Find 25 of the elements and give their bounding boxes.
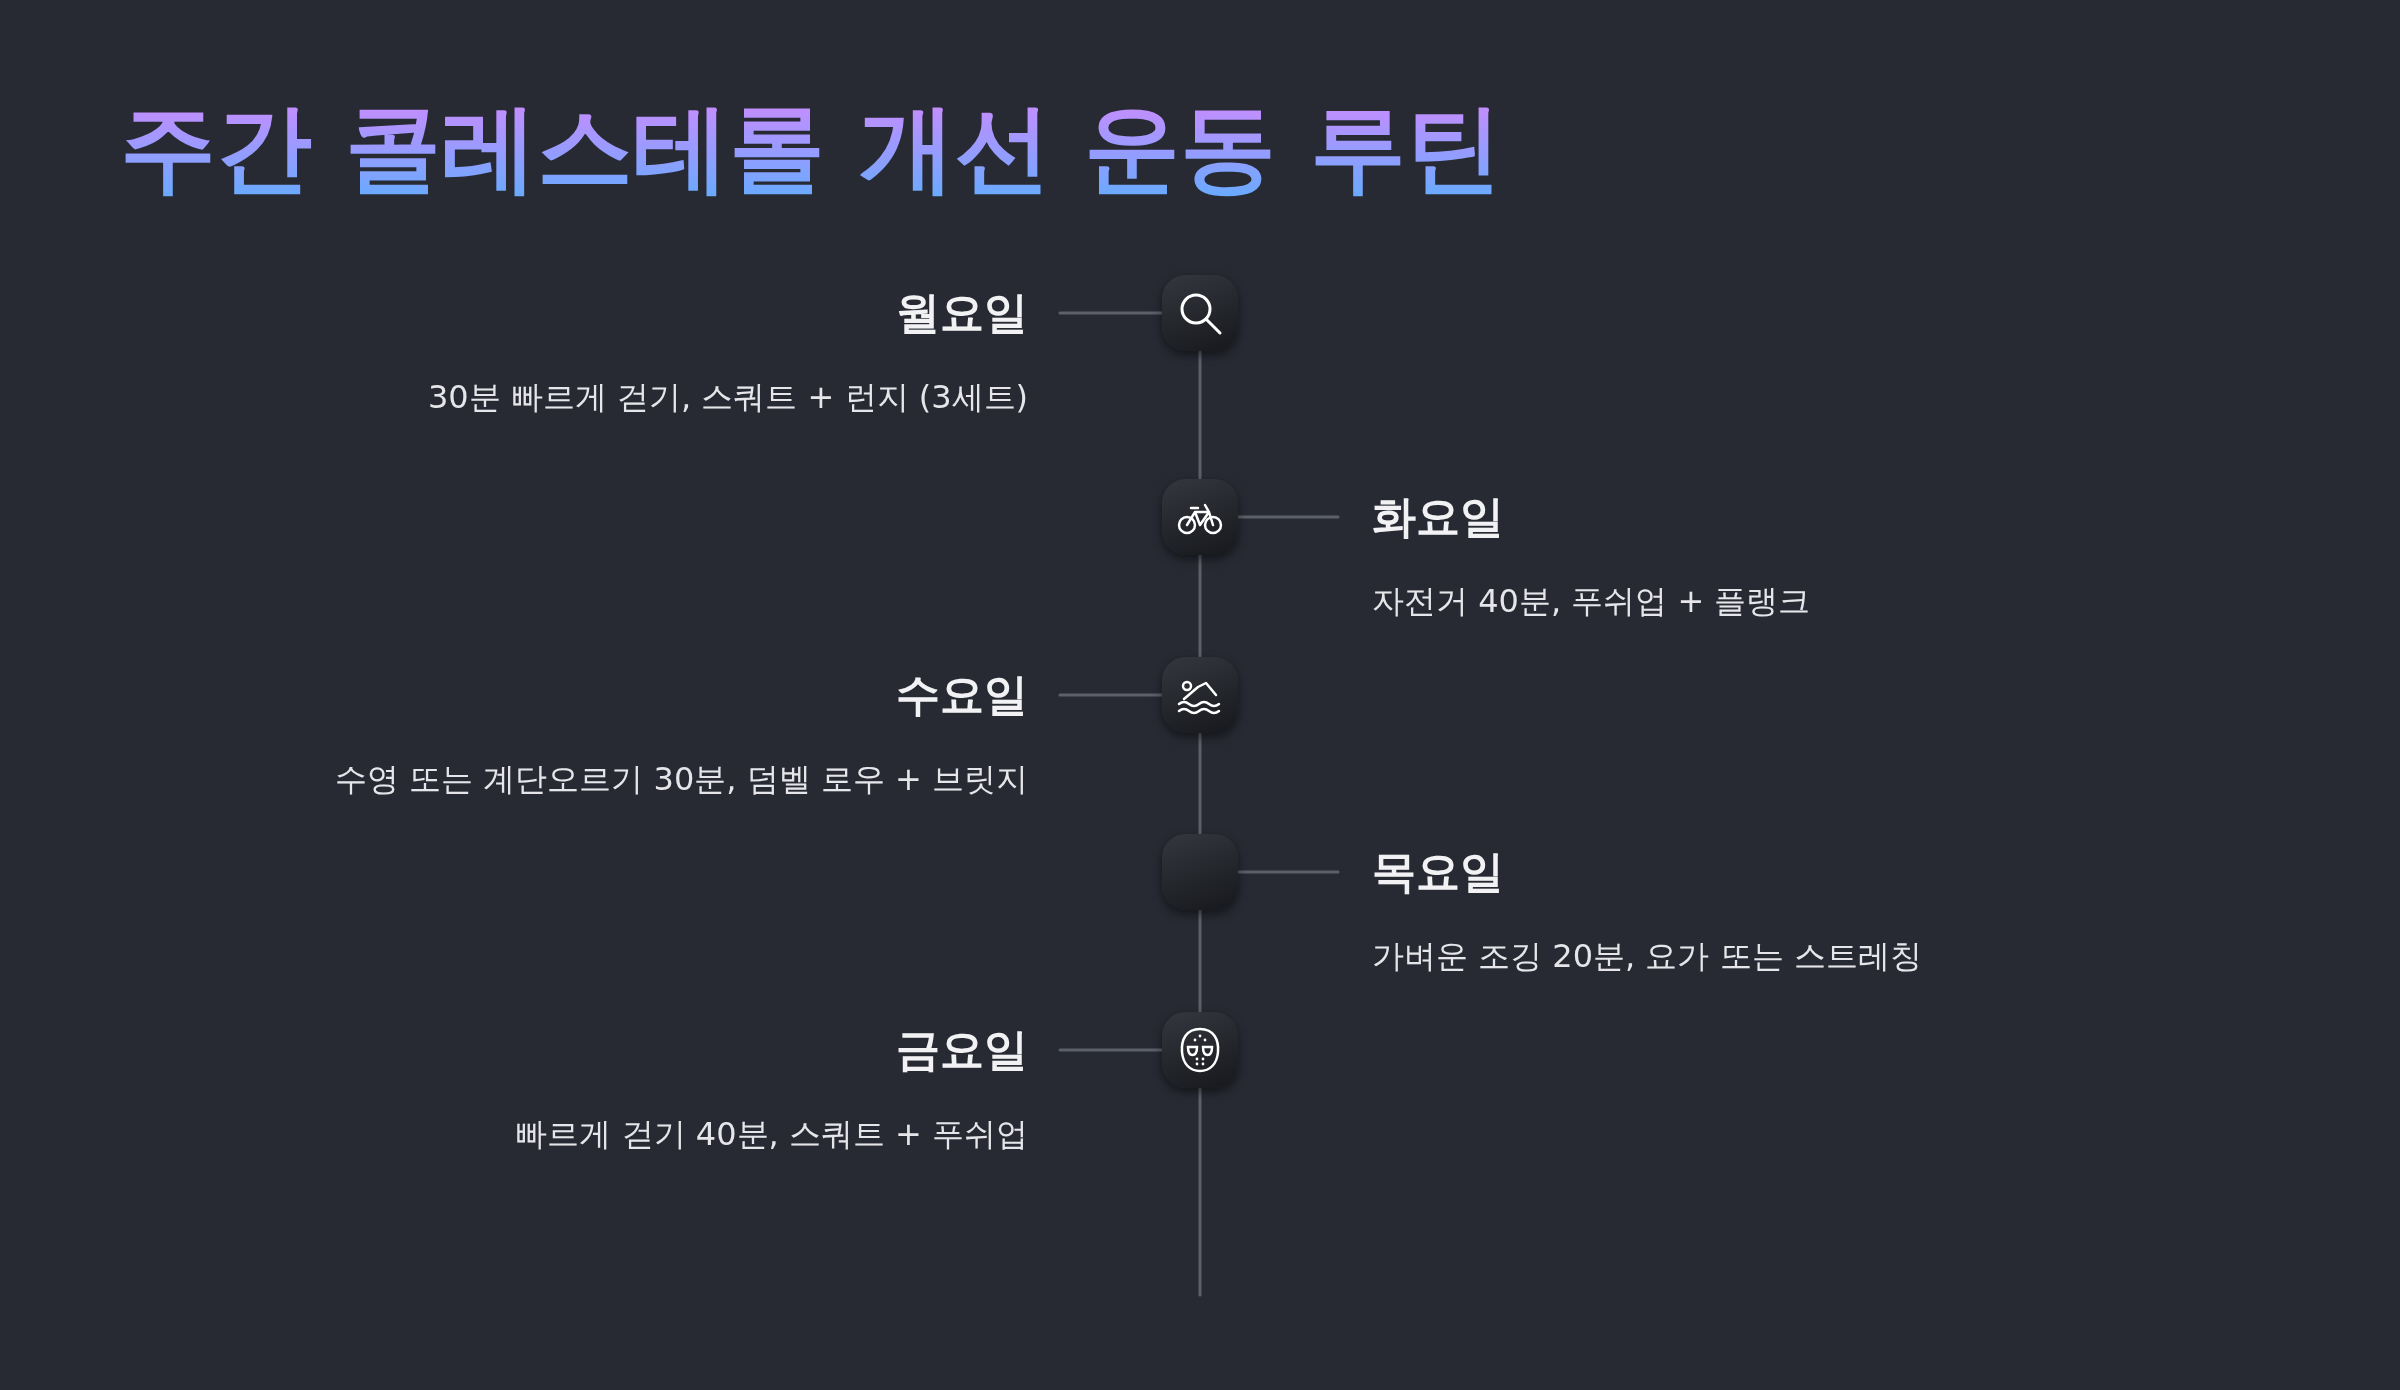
icon-tile — [1162, 1012, 1238, 1088]
icon-tile — [1162, 657, 1238, 733]
day-heading: 화요일 — [1372, 490, 1505, 544]
connector-line — [1058, 311, 1164, 315]
exercise-description: 가벼운 조깅 20분, 요가 또는 스트레칭 — [1372, 936, 1922, 977]
exercise-description: 자전거 40분, 푸쉬업 + 플랭크 — [1372, 581, 1811, 622]
exercise-description: 30분 빠르게 걷기, 스쿼트 + 런지 (3세트) — [427, 377, 1028, 418]
icon-tile — [1162, 275, 1238, 351]
connector-line — [1198, 908, 1202, 1014]
connector-line — [1058, 1048, 1164, 1052]
exercise-description: 수영 또는 계단오르기 30분, 덤벨 로우 + 브릿지 — [335, 759, 1028, 800]
connector-line — [1236, 870, 1340, 874]
day-heading: 월요일 — [895, 286, 1028, 340]
connector-line — [1198, 1086, 1202, 1297]
connector-line — [1058, 693, 1164, 697]
icon-tile — [1162, 479, 1238, 555]
connector-line — [1198, 731, 1202, 836]
day-heading: 수요일 — [895, 668, 1028, 722]
connector-line — [1236, 515, 1340, 519]
day-heading: 금요일 — [895, 1023, 1028, 1077]
exercise-description: 빠르게 걷기 40분, 스쿼트 + 푸쉬업 — [515, 1114, 1028, 1155]
connector-line — [1198, 553, 1202, 659]
connector-line — [1198, 349, 1202, 481]
icon-tile — [1162, 834, 1238, 910]
day-heading: 목요일 — [1372, 845, 1505, 899]
